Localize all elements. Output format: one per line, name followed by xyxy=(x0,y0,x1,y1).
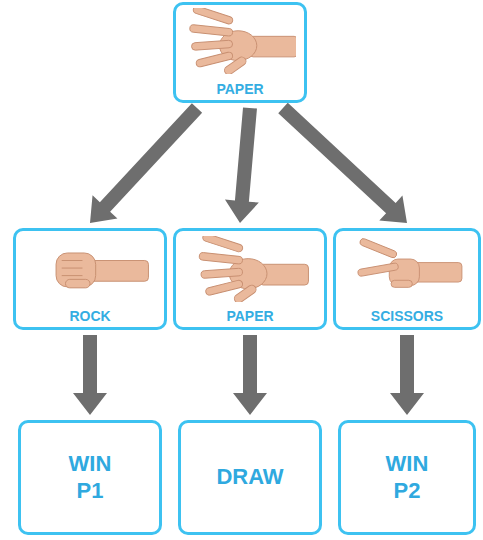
node-label: ROCK xyxy=(16,308,164,324)
gesture-box: SCISSORS xyxy=(333,228,481,330)
node-label: DRAW xyxy=(216,464,283,490)
result-box: DRAW xyxy=(178,420,322,535)
node-label: WIN P1 xyxy=(55,451,125,504)
paper-hand xyxy=(189,5,297,76)
block-arrow xyxy=(225,107,259,223)
block-arrow xyxy=(233,335,267,415)
node-label: PAPER xyxy=(176,308,324,324)
gesture-box: ROCK xyxy=(13,228,167,330)
node-label: PAPER xyxy=(176,81,304,97)
node-label: SCISSORS xyxy=(336,308,478,324)
block-arrow xyxy=(278,103,407,223)
gesture-box: PAPER xyxy=(173,228,327,330)
block-arrow xyxy=(390,335,424,415)
block-arrow xyxy=(73,335,107,415)
block-arrow xyxy=(90,103,202,223)
gesture-box: PAPER xyxy=(173,2,307,103)
rock-hand xyxy=(56,253,148,288)
scissors-hand xyxy=(357,238,462,288)
node-label: WIN P2 xyxy=(372,451,442,504)
result-box: WIN P2 xyxy=(338,420,476,535)
result-box: WIN P1 xyxy=(18,420,162,535)
paper-hand xyxy=(199,233,309,305)
